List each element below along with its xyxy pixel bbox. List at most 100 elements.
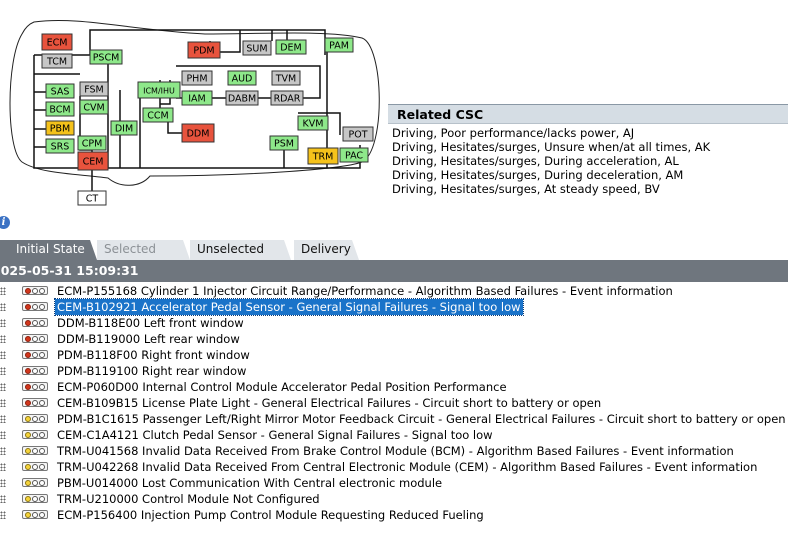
lamp-dot [31,287,38,294]
drag-grip-icon[interactable] [0,511,6,519]
tab-notch [284,240,291,260]
tab-notch [352,240,359,260]
dtc-row[interactable]: PDM-B119100 Right rear window [0,363,788,379]
lamp-dot [39,319,46,326]
ecu-node-label: CEM [83,157,104,168]
drag-grip-icon[interactable] [0,287,6,295]
info-icon[interactable]: i [0,216,10,229]
drag-grip-icon[interactable] [0,303,6,311]
lamp-dot [24,335,31,342]
ecu-node-bcm[interactable]: BCM [45,101,75,117]
dtc-list: ECM-P155168 Cylinder 1 Injector Circuit … [0,283,788,523]
lamp-dot [39,367,46,374]
dtc-row[interactable]: CEM-B109B15 License Plate Light - Genera… [0,395,788,411]
ecu-node-dabm[interactable]: DABM [225,90,259,106]
ecu-node-trm[interactable]: TRM [307,147,339,165]
drag-grip-icon[interactable] [0,495,6,503]
ecu-node-dem[interactable]: DEM [275,39,307,55]
ecu-node-label: CVM [83,103,104,114]
tab-initial-state[interactable]: Initial State [0,240,97,260]
drag-grip-icon[interactable] [0,463,6,471]
session-header: 2025-05-31 15:09:31 [0,260,788,282]
ecu-node-label: PSCM [93,53,120,64]
ecu-node-pbm[interactable]: PBM [45,120,75,136]
dtc-row[interactable]: CEM-B102921 Accelerator Pedal Sensor - G… [0,298,788,316]
ecu-node-aud[interactable]: AUD [227,70,257,86]
status-lamp-icon [22,350,48,359]
related-csc-item[interactable]: Driving, Hesitates/surges, During decele… [392,168,684,182]
drag-grip-icon[interactable] [0,383,6,391]
dtc-row[interactable]: PBM-U014000 Lost Communication With Cent… [0,475,788,491]
status-lamp-icon [22,446,48,455]
ecu-node-box [187,41,221,59]
ecu-node-cvm[interactable]: CVM [79,99,109,115]
ecu-node-cpm[interactable]: CPM [77,135,107,151]
drag-grip-icon[interactable] [0,415,6,423]
dtc-row[interactable]: ECM-P060D00 Internal Control Module Acce… [0,379,788,395]
related-csc-item[interactable]: Driving, Poor performance/lacks power, A… [392,126,635,140]
ecu-node-kvm[interactable]: KVM [297,115,329,131]
dtc-row[interactable]: ECM-P156400 Injection Pump Control Modul… [0,507,788,523]
drag-grip-icon[interactable] [0,399,6,407]
dtc-row[interactable]: TRM-U210000 Control Module Not Configure… [0,491,788,507]
ecu-node-label: BCM [49,105,70,116]
ecu-node-dim[interactable]: DIM [110,120,138,136]
ecu-node-ct[interactable]: CT [77,190,107,206]
related-csc-item[interactable]: Driving, Hesitates/surges, During accele… [392,154,679,168]
lamp-dot [31,319,38,326]
ecu-node-icm-ihu[interactable]: ICM/IHU [137,81,181,99]
related-csc-item[interactable]: Driving, Hesitates/surges, Unsure when/a… [392,140,711,154]
ecu-node-ecm[interactable]: ECM [41,33,73,51]
ecu-node-psm[interactable]: PSM [269,135,299,151]
ecu-node-iam[interactable]: IAM [181,90,213,106]
ecu-node-label: DIM [115,124,133,135]
ecu-node-pdm[interactable]: PDM [187,41,221,59]
lamp-dot [24,511,31,518]
ecu-node-pscm[interactable]: PSCM [89,49,123,65]
ecu-node-tvm[interactable]: TVM [271,70,301,86]
ecu-node-tcm[interactable]: TCM [41,53,73,69]
drag-grip-icon[interactable] [0,319,6,327]
drag-grip-icon[interactable] [0,335,6,343]
ecu-node-ccm[interactable]: CCM [142,107,174,123]
ecu-node-pot[interactable]: POT [342,126,374,142]
dtc-row[interactable]: TRM-U041568 Invalid Data Received From B… [0,443,788,459]
ecu-node-pac[interactable]: PAC [339,147,369,163]
ecu-node-label: IAM [188,94,206,105]
dtc-row[interactable]: CEM-C1A4121 Clutch Pedal Sensor - Genera… [0,427,788,443]
drag-grip-icon[interactable] [0,447,6,455]
ecu-node-fsm[interactable]: FSM [79,81,109,97]
dtc-row[interactable]: DDM-B118E00 Left front window [0,315,788,331]
tab-selected-csc[interactable]: Selected CSC [97,240,190,275]
dtc-row[interactable]: ECM-P155168 Cylinder 1 Injector Circuit … [0,283,788,299]
ecu-node-rdar[interactable]: RDAR [270,90,304,106]
ecu-node-sas[interactable]: SAS [45,83,75,99]
ecu-node-cem[interactable]: CEM [77,151,109,171]
dtc-text: CEM-C1A4121 Clutch Pedal Sensor - Genera… [57,428,493,442]
status-lamp-icon [22,302,48,311]
dtc-row[interactable]: TRM-U042268 Invalid Data Received From C… [0,459,788,475]
ecu-node-box [45,120,75,136]
ecu-node-box [242,40,272,56]
drag-grip-icon[interactable] [0,479,6,487]
ecu-node-phm[interactable]: PHM [181,70,213,86]
ecu-node-label: FSM [84,85,104,96]
ecu-node-srs[interactable]: SRS [45,138,75,154]
ecu-node-label: PBM [50,124,70,135]
drag-grip-icon[interactable] [0,431,6,439]
ecu-node-sum[interactable]: SUM [242,40,272,56]
ecu-node-pam[interactable]: PAM [324,37,354,53]
ecu-node-box [79,99,109,115]
dtc-row[interactable]: PDM-B118F00 Right front window [0,347,788,363]
ecu-node-ddm[interactable]: DDM [181,123,215,143]
tab-delivery[interactable]: Delivery [294,240,359,260]
dtc-row[interactable]: DDM-B119000 Left rear window [0,331,788,347]
lamp-dot [31,351,38,358]
tab-unselected-csc[interactable]: Unselected CSC [190,240,291,275]
drag-grip-icon[interactable] [0,367,6,375]
related-csc-item[interactable]: Driving, Hesitates/surges, At steady spe… [392,182,660,196]
dtc-row[interactable]: PDM-B1C1615 Passenger Left/Right Mirror … [0,411,788,427]
drag-grip-icon[interactable] [0,351,6,359]
ecu-node-box [307,147,339,165]
